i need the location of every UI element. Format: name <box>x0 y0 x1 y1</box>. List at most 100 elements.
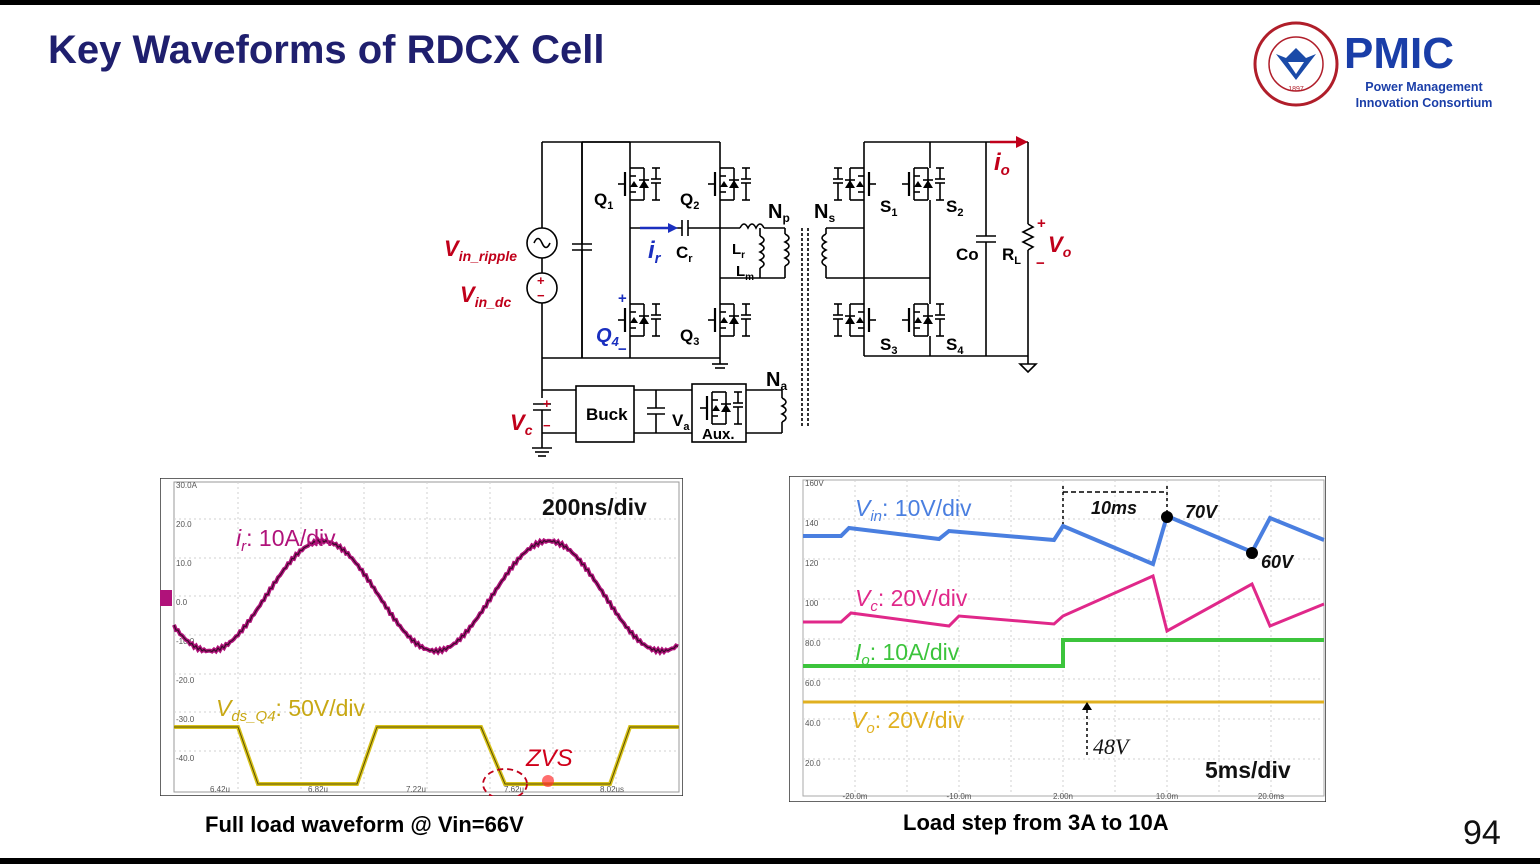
svg-text:+: + <box>537 273 545 288</box>
ann-10ms: 10ms <box>1091 498 1137 518</box>
scope2-y-tick: 140 <box>805 519 819 528</box>
svg-text:Q1: Q1 <box>594 190 613 212</box>
svg-text:−: − <box>543 418 551 433</box>
svg-text:Co: Co <box>956 245 979 264</box>
logo-brand: PMIC <box>1344 29 1454 78</box>
s3-mosfet-icon <box>831 302 878 338</box>
ann-48v: 48V <box>1093 734 1131 759</box>
scope1-x-tick: 6.82u <box>308 785 328 794</box>
svg-text:Np: Np <box>768 201 790 225</box>
scope2-x-tick: 10.0m <box>1156 792 1179 801</box>
io-label: io <box>994 149 1010 179</box>
q3-mosfet-icon <box>706 302 753 338</box>
ch1-marker <box>160 590 172 606</box>
q1-mosfet-icon <box>616 166 663 202</box>
scope2-y-tick: 160V <box>805 479 824 488</box>
scope2-y-tick: 60.0 <box>805 679 821 688</box>
vo-label: Vo <box>1048 232 1072 260</box>
s2-mosfet-icon <box>900 166 947 202</box>
page-number: 94 <box>1463 814 1501 852</box>
scope1-ir-label: ir: 10A/div <box>236 525 336 555</box>
scope2-vo-label: Vo: 20V/div <box>851 707 965 737</box>
zvs-highlight <box>482 768 528 796</box>
svg-text:Lm: Lm <box>736 263 754 283</box>
70v-marker <box>1161 511 1173 523</box>
cursor-dot <box>542 775 554 787</box>
scope1-y-tick: -20.0 <box>176 676 195 685</box>
scope1-y-tick: 0.0 <box>176 598 188 607</box>
scope1-y-tick: 10.0 <box>176 559 192 568</box>
rdcx-circuit-diagram: Q1 Q2 Q3 Cr Lr Lm Np Ns Na S1 S2 S3 S4 C… <box>444 136 1072 457</box>
ann-70v: 70V <box>1185 502 1219 522</box>
scope2-x-tick: 20.0ms <box>1258 792 1284 801</box>
scope1-timebase: 200ns/div <box>542 494 647 520</box>
60v-marker <box>1246 547 1258 559</box>
svg-text:Va: Va <box>672 411 690 433</box>
svg-text:+: + <box>1037 215 1046 232</box>
svg-text:−: − <box>618 341 627 358</box>
q4-mosfet-icon <box>616 302 663 338</box>
svg-text:Q2: Q2 <box>680 190 699 212</box>
svg-text:+: + <box>618 290 627 307</box>
ir-label: ir <box>648 237 662 267</box>
scope1-x-tick: 7.62u <box>504 785 524 794</box>
ir-trace-core <box>173 538 679 654</box>
vin-dc-label: Vin_dc <box>460 282 511 310</box>
zvs-label: ZVS <box>525 745 573 772</box>
scope1-x-tick: 8.02us <box>600 785 624 794</box>
scope1-y-tick: -30.0 <box>176 715 195 724</box>
scope2-x-tick: 2.00n <box>1053 792 1073 801</box>
zju-seal-icon: 1897 <box>1253 21 1339 107</box>
vin-ripple-label: Vin_ripple <box>444 236 517 264</box>
scope2-vin-label: Vin: 10V/div <box>855 495 972 525</box>
scope2-y-tick: 120 <box>805 559 819 568</box>
scope2-y-tick: 80.0 <box>805 639 821 648</box>
scope2-x-tick: -10.0m <box>947 792 972 801</box>
s1-mosfet-icon <box>831 166 878 202</box>
ann-60v: 60V <box>1261 552 1295 572</box>
vds-trace-core <box>174 726 679 785</box>
vin-trace <box>803 513 1325 567</box>
slide-title: Key Waveforms of RDCX Cell <box>48 28 605 72</box>
scope2-timebase: 5ms/div <box>1205 757 1291 783</box>
vc-label: Vc <box>510 410 533 438</box>
svg-text:S4: S4 <box>946 335 964 357</box>
scope1-y-tick: -40.0 <box>176 754 195 763</box>
svg-text:−: − <box>1036 255 1045 272</box>
svg-text:Ns: Ns <box>814 201 835 225</box>
scope1-caption: Full load waveform @ Vin=66V <box>205 812 524 837</box>
scope1-x-tick: 7.22u <box>406 785 426 794</box>
svg-text:Q3: Q3 <box>680 326 699 348</box>
q4-label: Q4 <box>596 325 620 349</box>
scope1-vds-label: Vds_Q4: 50V/div <box>216 695 366 725</box>
svg-text:S1: S1 <box>880 197 897 219</box>
aux-mosfet-icon <box>698 390 745 426</box>
svg-text:S3: S3 <box>880 335 897 357</box>
scope1-x-tick: 6.42u <box>210 785 230 794</box>
svg-text:Cr: Cr <box>676 243 693 265</box>
top-border <box>0 0 1540 5</box>
seal-year: 1897 <box>1288 86 1304 93</box>
scope2-x-tick: -20.0m <box>843 792 868 801</box>
scope2-caption: Load step from 3A to 10A <box>903 810 1169 835</box>
scope2-y-tick: 20.0 <box>805 759 821 768</box>
svg-text:S2: S2 <box>946 197 963 219</box>
vc-trace <box>803 573 1325 634</box>
scope1-y-tick: 20.0 <box>176 520 192 529</box>
svg-text:+: + <box>543 396 551 411</box>
svg-text:−: − <box>537 288 545 303</box>
svg-text:Na: Na <box>766 369 787 393</box>
bottom-border <box>0 858 1540 864</box>
svg-text:Lr: Lr <box>732 241 745 261</box>
scope2-y-tick: 100 <box>805 599 819 608</box>
pmic-logo: 1897 PMIC Power Management Innovation Co… <box>1253 21 1492 110</box>
io-trace <box>803 638 1324 668</box>
svg-text:Buck: Buck <box>586 405 628 424</box>
scope2-vc-label: Vc: 20V/div <box>855 585 968 615</box>
svg-text:RL: RL <box>1002 245 1021 267</box>
q2-mosfet-icon <box>706 166 753 202</box>
svg-text:Aux.: Aux. <box>702 426 735 443</box>
logo-line1: Power Management <box>1365 80 1483 94</box>
